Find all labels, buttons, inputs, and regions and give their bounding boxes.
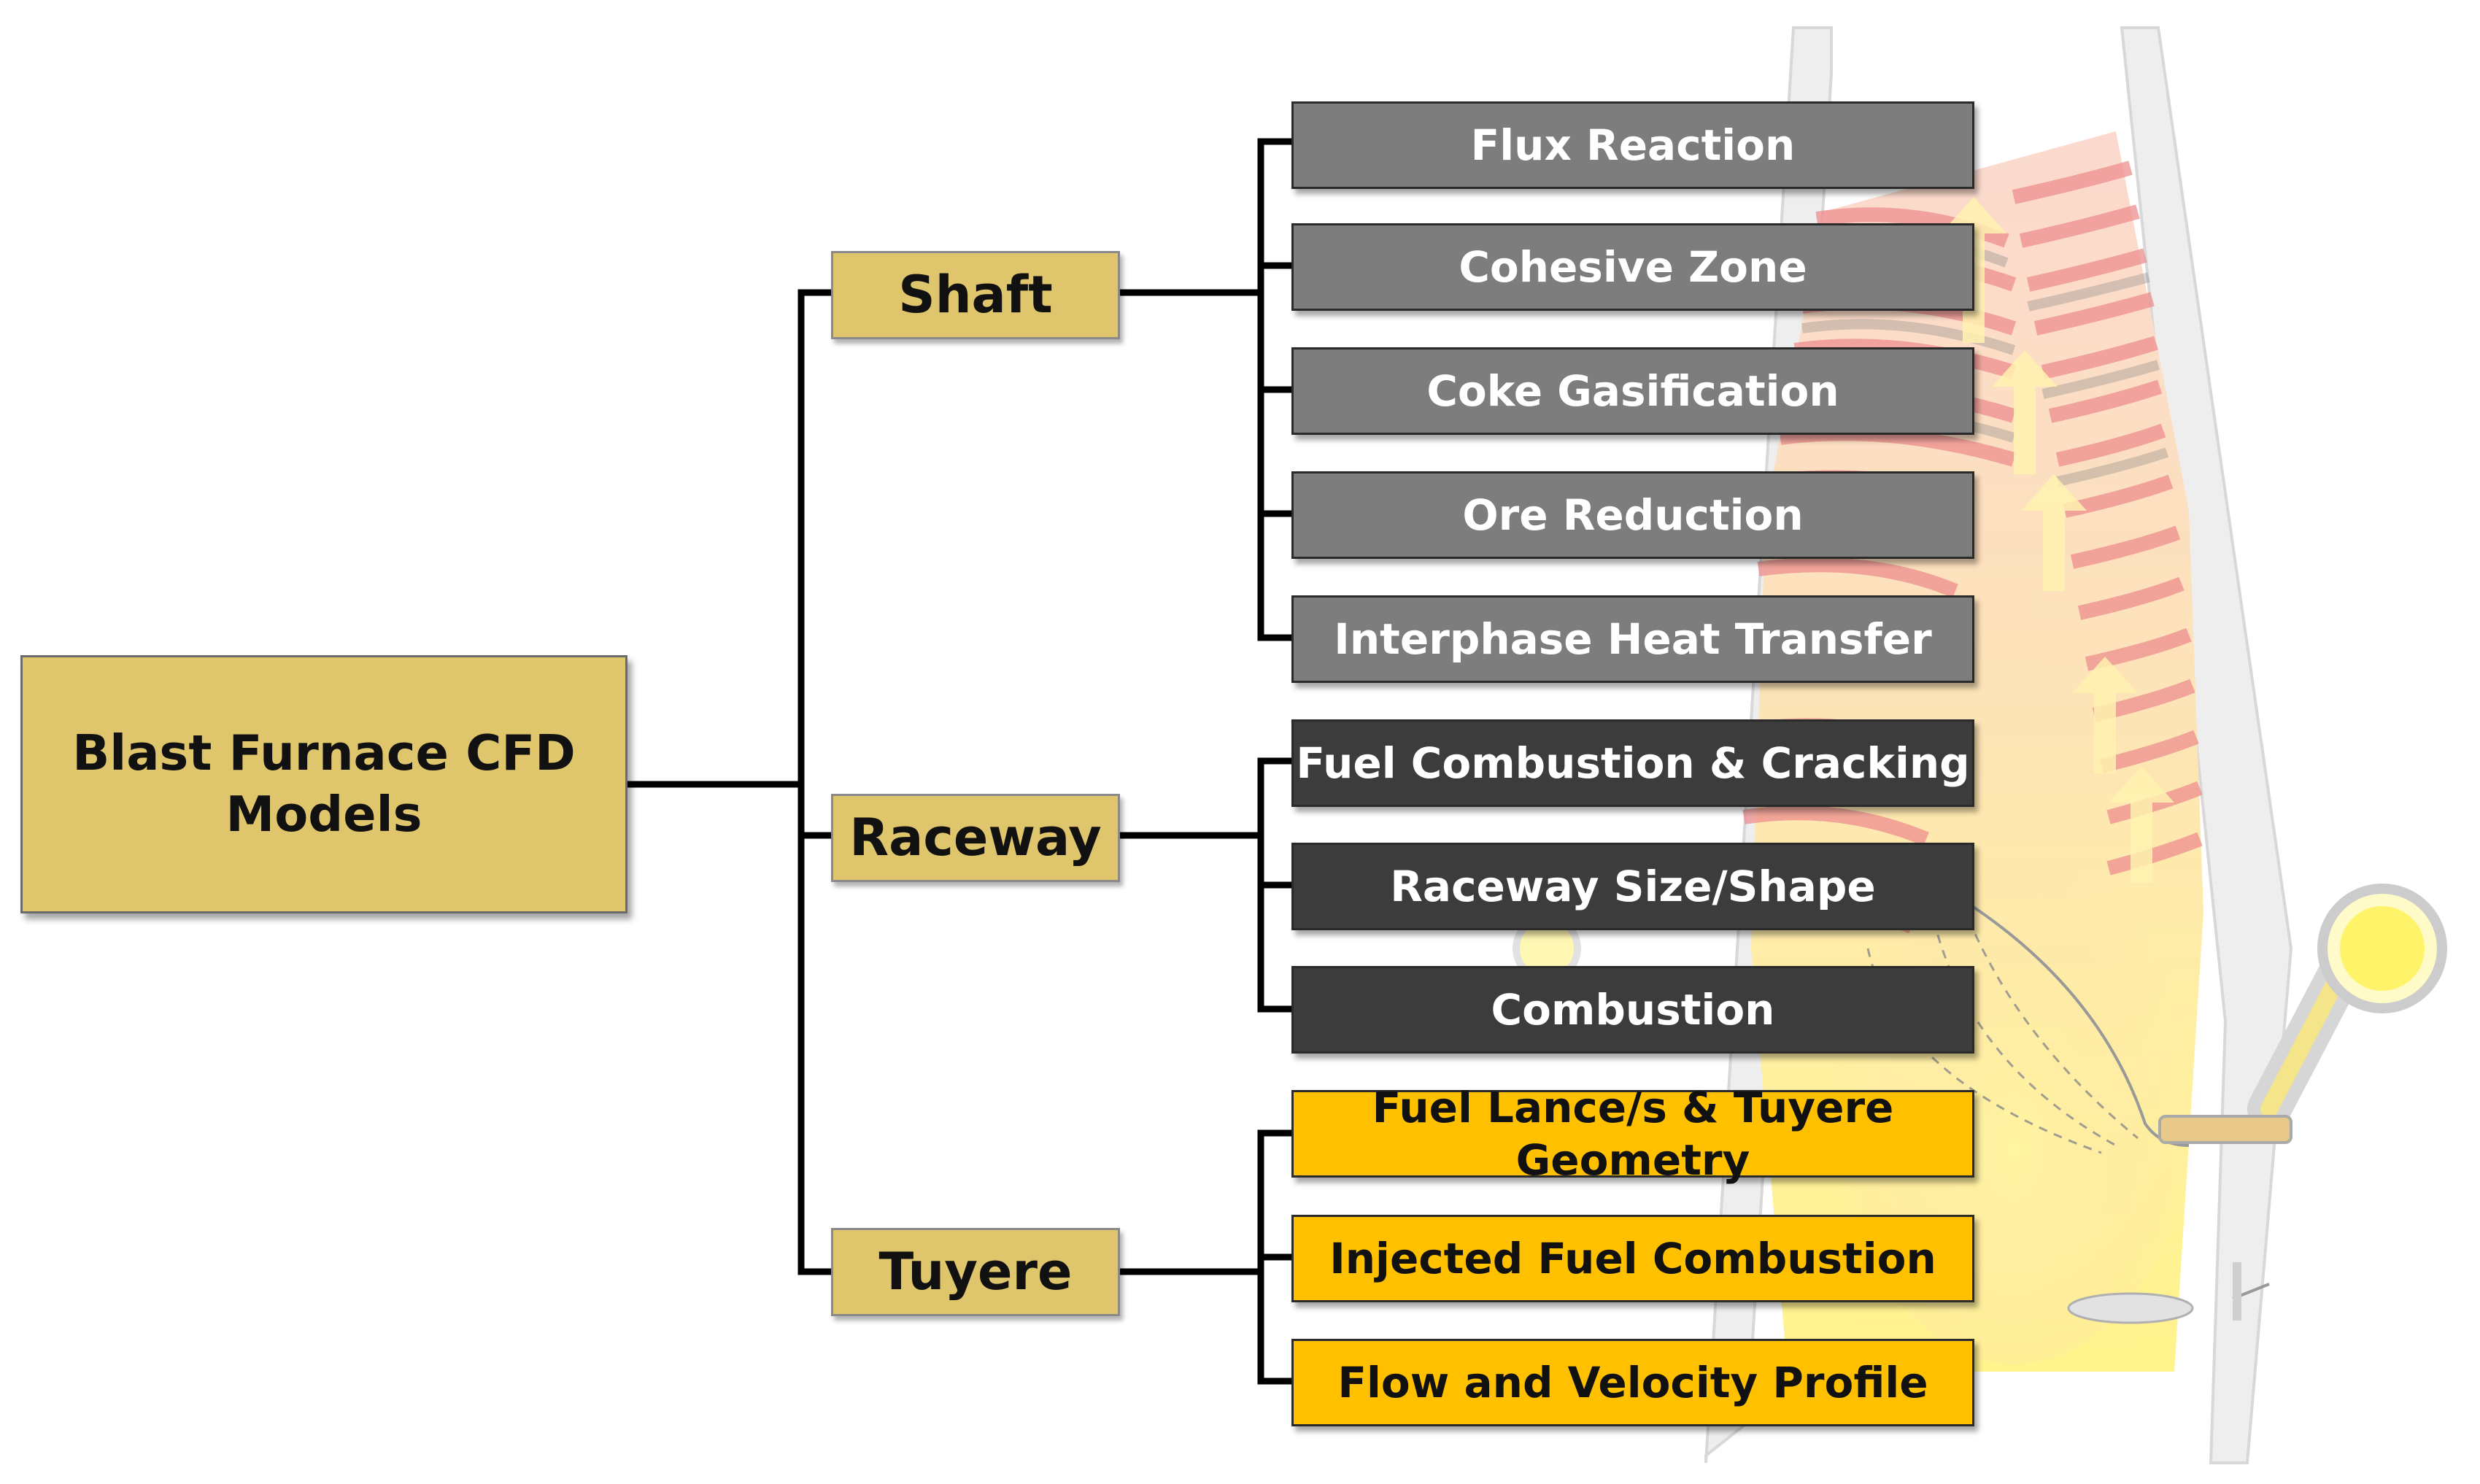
category-label: Raceway — [849, 807, 1102, 867]
leaf-label: Flux Reaction — [1470, 120, 1796, 170]
leaf-combustion: Combustion — [1291, 966, 1974, 1054]
leaf-label: Interphase Heat Transfer — [1334, 614, 1932, 664]
leaf-label: Combustion — [1491, 984, 1775, 1035]
category-raceway: Raceway — [831, 794, 1120, 882]
leaf-label: Cohesive Zone — [1459, 241, 1807, 292]
leaf-cohesive-zone: Cohesive Zone — [1291, 223, 1974, 311]
leaf-raceway-size-shape: Raceway Size/Shape — [1291, 843, 1974, 930]
leaf-ore-reduction: Ore Reduction — [1291, 471, 1974, 559]
leaf-label: Injected Fuel Combustion — [1329, 1233, 1936, 1283]
leaf-injected-fuel-combustion: Injected Fuel Combustion — [1291, 1215, 1974, 1302]
leaf-label: Raceway Size/Shape — [1390, 861, 1876, 911]
leaf-fuel-lance-tuyere-geometry: Fuel Lance/s & Tuyere Geometry — [1291, 1083, 1974, 1185]
tuyere-assembly-icon — [2067, 884, 2447, 1324]
leaf-flow-velocity-profile: Flow and Velocity Profile — [1291, 1339, 1974, 1426]
category-tuyere: Tuyere — [831, 1228, 1120, 1316]
category-label: Shaft — [898, 264, 1053, 325]
root-label: Blast Furnace CFD Models — [72, 724, 576, 843]
leaf-label: Ore Reduction — [1462, 490, 1804, 540]
leaf-label: Fuel Lance/s & Tuyere Geometry — [1372, 1082, 1894, 1186]
leaf-fuel-combustion-cracking: Fuel Combustion & Cracking — [1291, 719, 1974, 807]
leaf-label: Flow and Velocity Profile — [1337, 1357, 1928, 1407]
leaf-label: Fuel Combustion & Cracking — [1296, 738, 1970, 788]
leaf-label: Coke Gasification — [1426, 366, 1839, 416]
root-node: Blast Furnace CFD Models — [20, 655, 627, 913]
leaf-flux-reaction: Flux Reaction — [1291, 101, 1974, 189]
leaf-interphase-heat-transfer: Interphase Heat Transfer — [1291, 595, 1974, 683]
category-shaft: Shaft — [831, 251, 1120, 339]
category-label: Tuyere — [878, 1241, 1073, 1302]
leaf-coke-gasification: Coke Gasification — [1291, 347, 1974, 435]
